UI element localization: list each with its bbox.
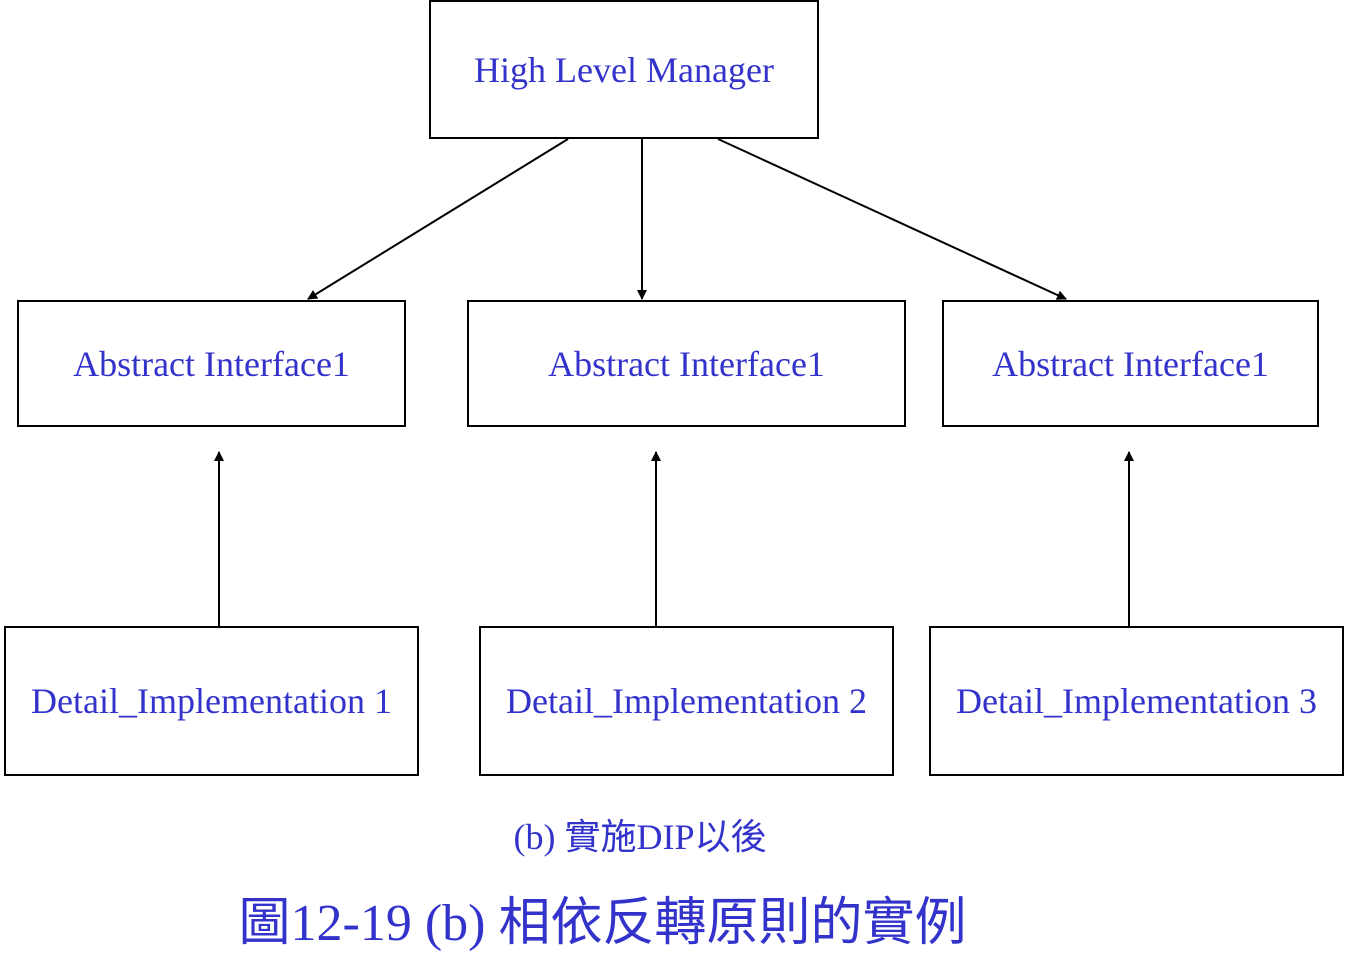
- detail-implementation-1-box: Detail_Implementation 1: [4, 626, 419, 776]
- abstract-interface-1-box: Abstract Interface1: [17, 300, 406, 427]
- abstract-interface-3-box: Abstract Interface1: [942, 300, 1319, 427]
- detail-implementation-2-label: Detail_Implementation 2: [506, 681, 867, 721]
- arrow-manager-to-interface-1: [307, 138, 569, 300]
- abstract-interface-1-label: Abstract Interface1: [73, 343, 350, 384]
- high-level-manager-label: High Level Manager: [474, 49, 774, 90]
- detail-implementation-1-label: Detail_Implementation 1: [31, 681, 392, 721]
- diagram-subcaption: (b) 實施DIP以後: [513, 817, 767, 857]
- detail-implementation-2-box: Detail_Implementation 2: [479, 626, 894, 776]
- detail-implementation-3-label: Detail_Implementation 3: [956, 681, 1317, 721]
- abstract-interface-2-box: Abstract Interface1: [467, 300, 906, 427]
- arrow-manager-to-interface-3: [717, 138, 1067, 300]
- abstract-interface-2-label: Abstract Interface1: [548, 343, 825, 384]
- figure-caption: 圖12-19 (b) 相依反轉原則的實例: [238, 895, 967, 952]
- high-level-manager-box: High Level Manager: [429, 0, 819, 139]
- abstract-interface-3-label: Abstract Interface1: [992, 343, 1269, 384]
- detail-implementation-3-box: Detail_Implementation 3: [929, 626, 1344, 776]
